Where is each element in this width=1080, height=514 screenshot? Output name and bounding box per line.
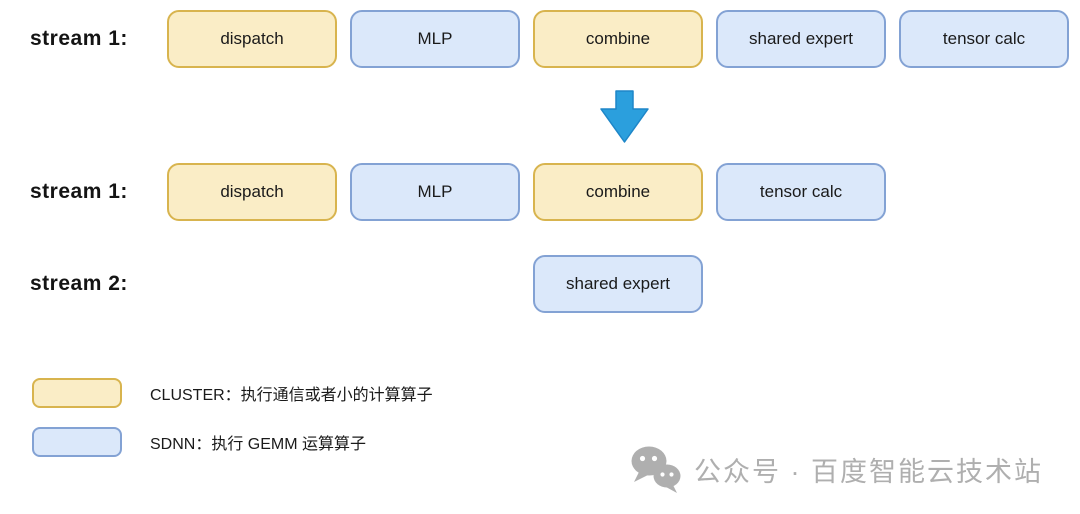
legend-swatch-sdnn <box>32 427 122 457</box>
op-label: shared expert <box>566 274 670 293</box>
down-arrow-icon <box>600 90 649 143</box>
legend: CLUSTER：执行通信或者小的计算算子 SDNN：执行 GEMM 运算算子 <box>32 378 433 476</box>
op-label: dispatch <box>220 182 284 201</box>
op-box-mlp: MLP <box>350 10 520 68</box>
op-box-mlp: MLP <box>350 163 520 221</box>
op-box-combine: combine <box>533 163 703 221</box>
stream-row: stream 1: dispatch MLP combine shared ex… <box>0 10 1080 68</box>
op-label: dispatch <box>220 29 284 48</box>
stream-label: stream 2: <box>30 272 128 295</box>
op-label: tensor calc <box>759 182 843 201</box>
wechat-icon <box>631 446 681 493</box>
op-box-tensor-calc: tensor calc <box>899 10 1069 68</box>
stream-label: stream 1: <box>30 27 128 50</box>
legend-swatch-cluster <box>32 378 122 408</box>
watermark: 公众号 · 百度智能云技术站 <box>630 445 1043 493</box>
op-box-dispatch: dispatch <box>167 10 337 68</box>
legend-row: CLUSTER：执行通信或者小的计算算子 <box>32 378 433 408</box>
op-label: combine <box>585 29 651 48</box>
op-box-dispatch: dispatch <box>167 163 337 221</box>
legend-label: SDNN：执行 GEMM 运算算子 <box>150 436 367 453</box>
op-box-tensor-calc: tensor calc <box>716 163 886 221</box>
legend-label: CLUSTER：执行通信或者小的计算算子 <box>150 387 433 404</box>
stream-row: stream 2: shared expert <box>0 255 1080 313</box>
op-label: combine <box>585 182 651 201</box>
stream-row: stream 1: dispatch MLP combine tensor ca… <box>0 163 1080 221</box>
op-box-shared-expert: shared expert <box>716 10 886 68</box>
op-box-combine: combine <box>533 10 703 68</box>
op-label: MLP <box>417 182 453 201</box>
stream-label: stream 1: <box>30 180 128 203</box>
legend-row: SDNN：执行 GEMM 运算算子 <box>32 427 433 457</box>
op-label: shared expert <box>749 29 853 48</box>
op-label: tensor calc <box>942 29 1026 48</box>
op-box-shared-expert: shared expert <box>533 255 703 313</box>
watermark-text: 公众号 · 百度智能云技术站 <box>694 456 1043 487</box>
op-label: MLP <box>417 29 453 48</box>
